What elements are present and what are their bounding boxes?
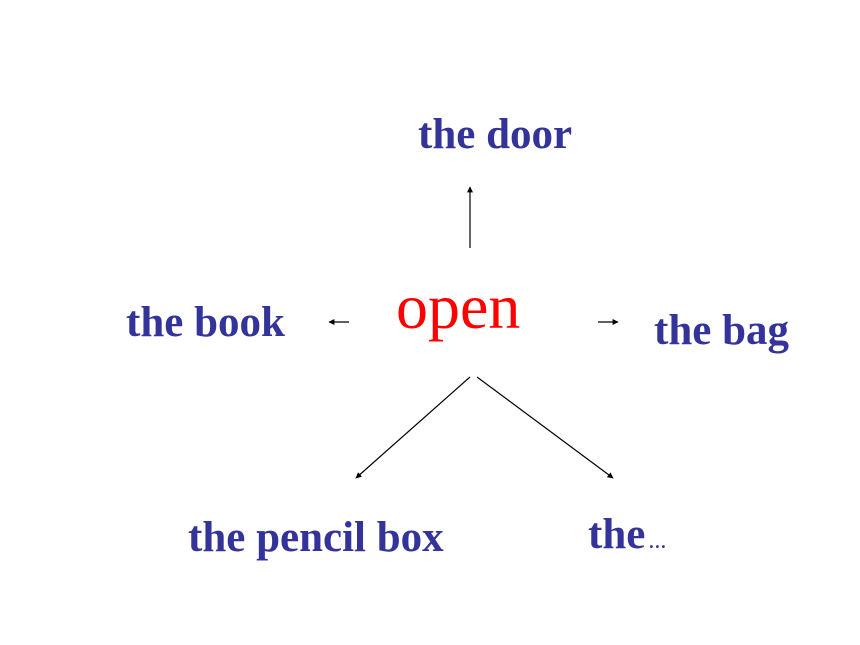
branch-bottom-right-word: the [588, 511, 646, 558]
branch-top: the door [418, 111, 573, 158]
branch-bottom-left: the pencil box [188, 514, 444, 561]
branch-bottom-right: the... [588, 513, 666, 556]
arrow-to-bottom-left [355, 376, 471, 479]
branch-left: the book [126, 299, 285, 346]
arrow-to-bottom-right [476, 376, 614, 479]
branch-right: the bag [654, 307, 789, 354]
branch-bottom-right-ellipsis: ... [648, 528, 667, 554]
center-word: open [396, 271, 521, 342]
